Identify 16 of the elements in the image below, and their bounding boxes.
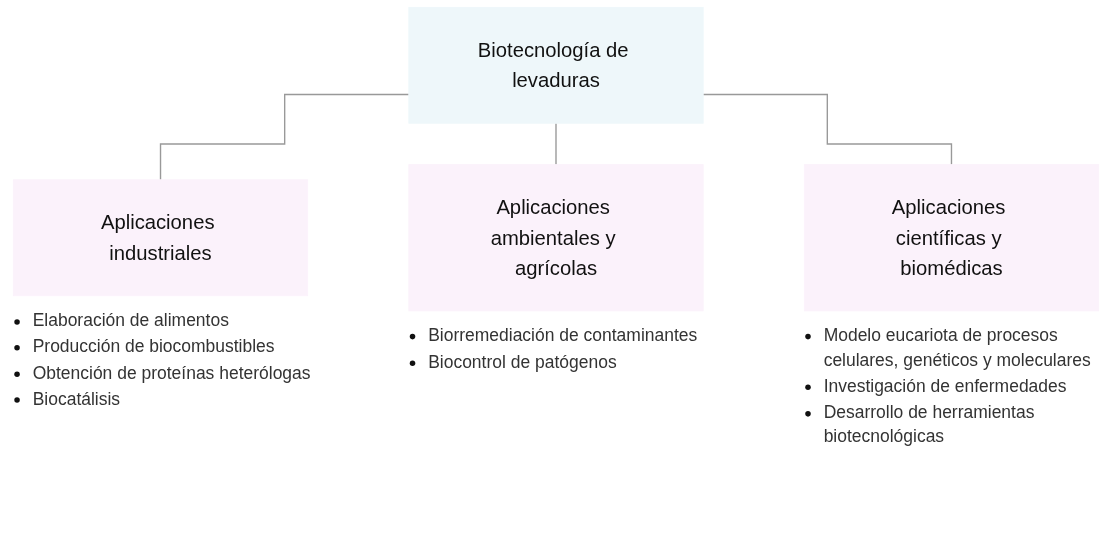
list-item-text: Biorremediación de contaminantes xyxy=(428,324,699,347)
list-item-text: Producción de biocombustibles xyxy=(32,335,276,358)
list-item-text: Investigación de enfermedades xyxy=(823,375,1068,398)
list-item-text: Modelo eucariota de procesos celulares, genéticos y moleculares xyxy=(823,324,1092,372)
node-box: Aplicaciones ambientales y agrícolas xyxy=(408,164,704,312)
connector xyxy=(702,93,953,166)
list-item-text: Elaboración de alimentos xyxy=(32,309,230,332)
connector xyxy=(555,122,557,166)
node-box: Aplicaciones científicas y biomédicas xyxy=(803,164,1100,312)
list-item-text: Obtención de proteínas heterólogas xyxy=(32,362,312,385)
node-box: Biotecnología de levaduras xyxy=(408,6,704,124)
connector xyxy=(159,93,410,181)
list-item-text: Biocatálisis xyxy=(32,388,122,411)
list-item-text: Desarrollo de herramientas biotecnológicas xyxy=(823,401,1036,449)
list-item-text: Biocontrol de patógenos xyxy=(428,350,618,374)
node-box: Aplicaciones industriales xyxy=(12,179,309,297)
